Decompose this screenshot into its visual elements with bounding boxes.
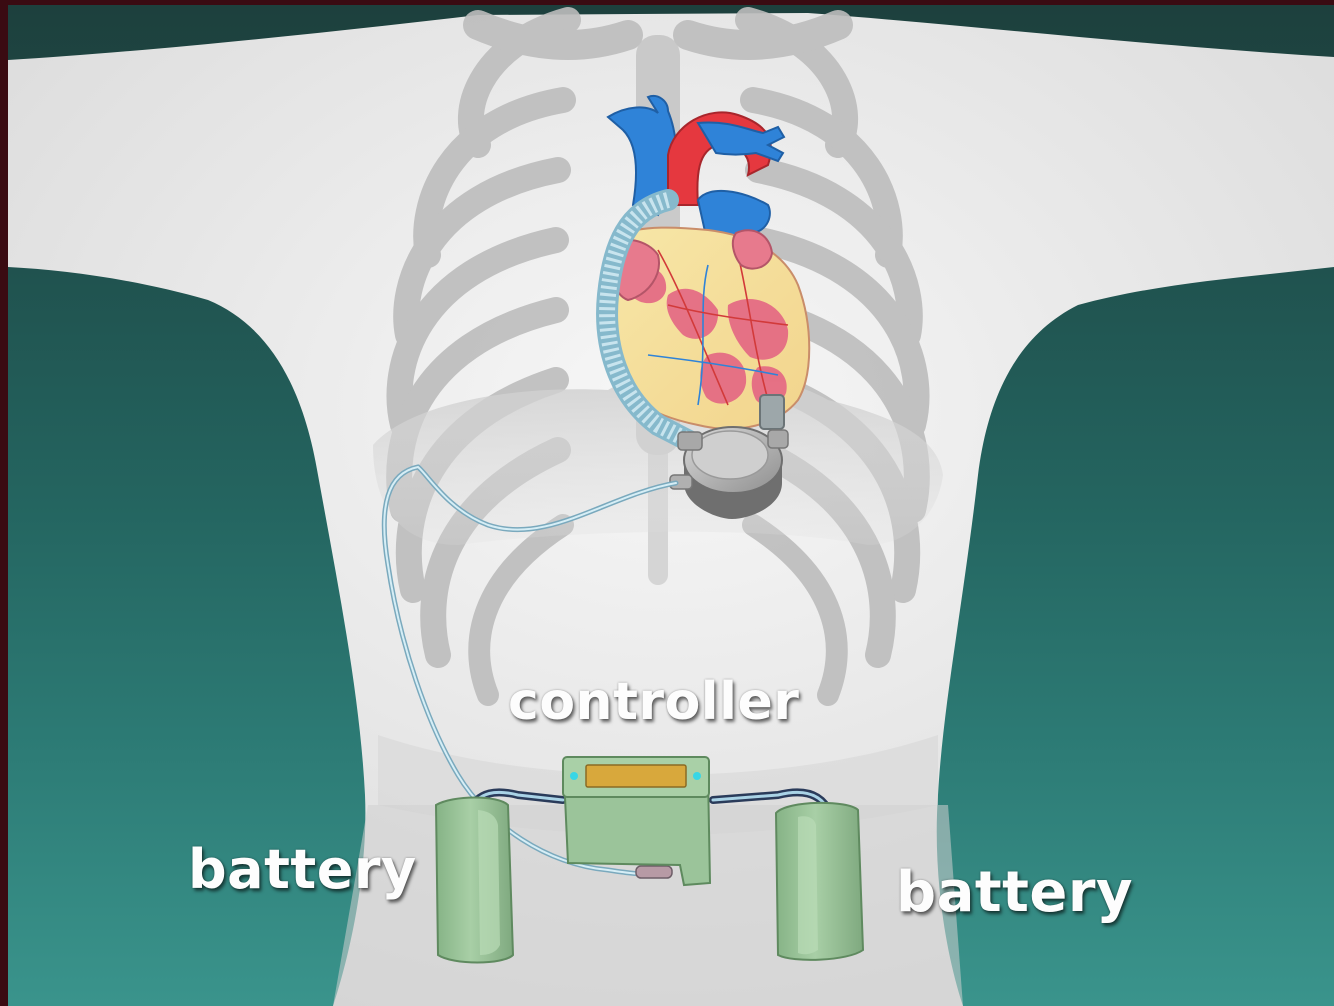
battery-right (776, 803, 863, 960)
pump-outlet (678, 432, 702, 450)
controller-display (586, 765, 686, 787)
pump-top (692, 431, 768, 479)
controller-label: controller (508, 672, 799, 732)
pump-inlet (768, 430, 788, 448)
diagram-stage: controller battery battery (8, 5, 1334, 1006)
battery-right-label: battery (896, 860, 1133, 925)
battery-left (436, 798, 513, 963)
inflow-cannula (760, 395, 784, 429)
battery-left-label: battery (188, 838, 417, 901)
controller-indicator-left (570, 772, 578, 780)
driveline-plug (636, 866, 672, 878)
controller-indicator-right (693, 772, 701, 780)
